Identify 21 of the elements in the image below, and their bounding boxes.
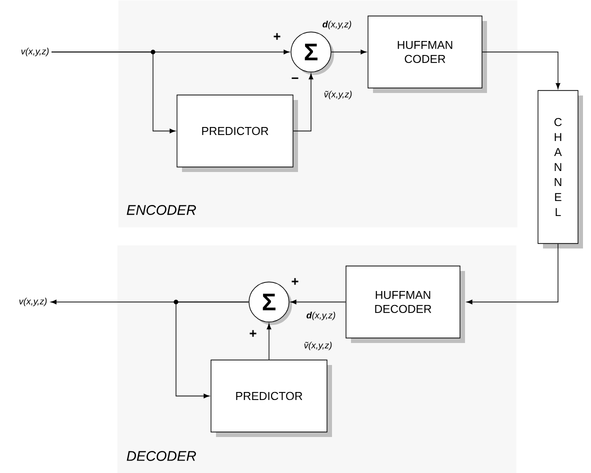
process-box: PREDICTOR	[210, 360, 332, 437]
signal-label: v(x,y,z)	[19, 298, 47, 306]
process-box: HUFFMAN CODER	[368, 16, 487, 93]
sign-label: +	[274, 33, 280, 40]
arrow	[266, 324, 272, 360]
arrow	[290, 300, 346, 304]
signal-label: v(x,y,z)	[21, 48, 49, 56]
summing-junction: Σ	[248, 282, 292, 325]
arrow	[293, 74, 314, 132]
sign-label: +	[292, 278, 298, 285]
process-box: PREDICTOR	[176, 94, 298, 172]
arrow	[51, 52, 176, 134]
arrow	[482, 52, 560, 89]
arrow	[466, 244, 558, 304]
sign-label: +	[250, 330, 256, 337]
arrow	[176, 302, 249, 398]
process-box: HUFFMAN DECODER	[346, 266, 465, 343]
channel-box: CHANNEL	[538, 90, 583, 248]
summing-junction: Σ	[290, 32, 334, 75]
sign-label: −	[292, 77, 298, 79]
arrow	[331, 50, 366, 54]
